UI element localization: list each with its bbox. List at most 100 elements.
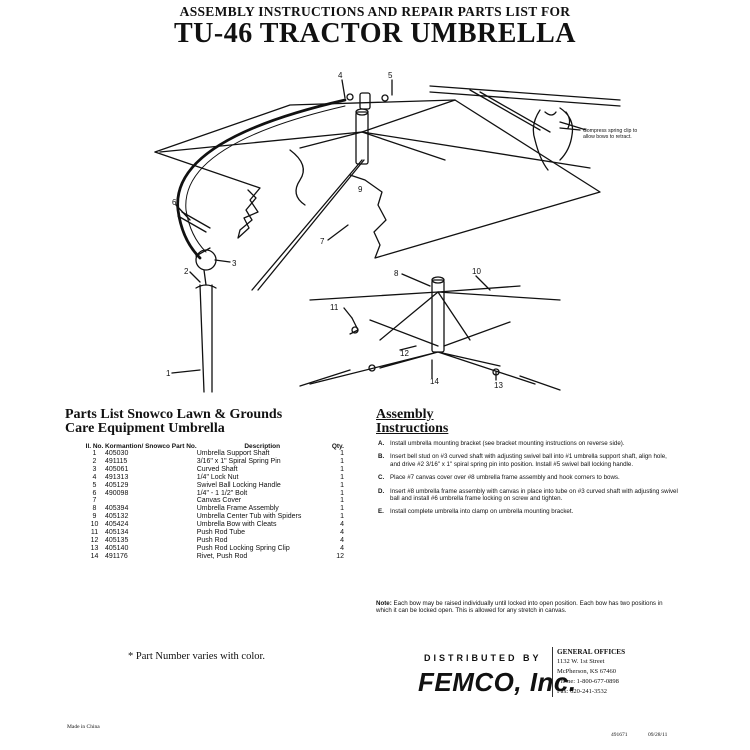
callout-label: 3	[232, 259, 237, 268]
document-date: 09/28/11	[648, 732, 668, 738]
header-qty: Qty.	[331, 443, 344, 450]
item-no-cell: 9	[92, 513, 97, 521]
description-cell: Curved Shaft	[196, 465, 238, 473]
office-address-line1: 1132 W. 1st Street	[557, 658, 605, 665]
qty-cell: 1	[340, 497, 344, 505]
frame-rib	[299, 131, 363, 149]
description-cell: 1/4" Lock Nut	[196, 473, 239, 481]
curved-shaft-drawing	[176, 98, 347, 260]
callout-label: 8	[394, 269, 399, 278]
frame-rib	[361, 131, 591, 169]
callout-label: 7	[320, 237, 325, 246]
frame-detail-bow	[379, 291, 439, 341]
callout-label: 5	[388, 71, 393, 80]
part-no-cell: 405132	[104, 513, 129, 521]
office-address-line2: McPherson, KS 67460	[557, 668, 617, 675]
qty-cell: 1	[340, 465, 344, 473]
callout-label: 11	[330, 303, 339, 312]
curved-shaft-inner	[185, 105, 346, 253]
made-in-label: Made in China	[67, 724, 100, 730]
frame-rib	[361, 99, 456, 133]
step-text: Install umbrella mounting bracket (see b…	[390, 440, 625, 447]
item-no-cell: 12	[90, 536, 99, 544]
parts-list-title-line1: Parts List Snowco Lawn & Grounds	[65, 407, 283, 422]
part-no-cell: 491313	[104, 473, 129, 481]
item-no-cell: 2	[92, 457, 97, 465]
qty-cell: 4	[340, 536, 344, 544]
inset-hand	[532, 107, 574, 171]
callout-label: 2	[184, 267, 189, 276]
note-label: Note:	[376, 600, 392, 607]
qty-cell: 1	[340, 473, 344, 481]
description-cell: Rivet, Push Rod	[196, 552, 248, 560]
document-code: 491671	[611, 732, 628, 738]
item-no-cell: 14	[90, 552, 99, 560]
canvas-fold-line	[289, 149, 306, 206]
assembly-note: Note: Each bow may be raised individuall…	[376, 600, 666, 615]
callout-label: 13	[494, 381, 503, 390]
canvas-torn-edge-left	[154, 151, 261, 239]
note-text: Each bow may be raised individually unti…	[376, 600, 663, 615]
assembly-step: E. Install complete umbrella into clamp o…	[378, 508, 678, 515]
parts-table-header: Il. No. Kormantion/ Snowco Part No. Desc…	[84, 443, 344, 450]
callout-label: 12	[400, 349, 409, 358]
callout-label: 14	[430, 377, 439, 386]
part-no-cell: 405061	[104, 465, 129, 473]
assembly-step: B.Insert bell stud on #3 curved shaft wi…	[378, 453, 678, 468]
qty-cell: 4	[340, 521, 344, 529]
header-description: Description	[244, 443, 281, 450]
assembly-title-line1: Assembly	[376, 407, 434, 422]
header-part-no: Kormantion/ Snowco Part No.	[104, 443, 197, 450]
qty-cell: 1	[340, 457, 344, 465]
description-cell: 3/16" x 1" Spiral Spring Pin	[196, 457, 281, 465]
item-no-cell: 4	[92, 473, 97, 481]
step-text: Install complete umbrella into clamp on …	[390, 508, 574, 516]
part-no-cell: 490098	[104, 489, 129, 497]
clip-detail	[349, 317, 359, 335]
description-cell: Umbrella Support Shaft	[196, 450, 270, 457]
callout-label: 1	[166, 369, 171, 378]
assembly-title-line2: Instructions	[376, 421, 449, 436]
general-offices: GENERAL OFFICES 1132 W. 1st Street McPhe…	[552, 647, 687, 697]
inset-bow-rail	[429, 85, 621, 107]
part-no-cell: 405424	[104, 521, 129, 529]
item-no-cell: 8	[92, 505, 97, 513]
item-no-cell: 10	[90, 521, 99, 529]
item-no-cell: 5	[92, 481, 97, 489]
header-item-no: Il. No.	[85, 443, 104, 450]
push-rod-drawing	[251, 159, 363, 291]
step-text: Insert bell stud on #3 curved shaft with…	[390, 453, 667, 468]
umbrella-assembly-diagram: 4 5 6 3 2 1 7 8 10 11 12 14 13 9 Compres…	[154, 71, 637, 393]
support-shaft-drawing	[199, 284, 213, 393]
parts-table: Il. No. Kormantion/ Snowco Part No. Desc…	[84, 443, 344, 561]
frame-detail-bow	[309, 291, 561, 301]
step-letter: E.	[378, 508, 384, 516]
document-subtitle: ASSEMBLY INSTRUCTIONS AND REPAIR PARTS L…	[179, 4, 571, 19]
item-no-cell: 3	[92, 465, 97, 473]
description-cell: Swivel Ball Locking Handle	[196, 481, 281, 489]
item-no-cell: 1	[92, 450, 97, 457]
parts-table-row: 14 491176 Rivet, Push Rod 12	[84, 553, 344, 561]
assembly-steps: A.Install umbrella mounting bracket (see…	[378, 440, 678, 522]
parts-list-title: Parts List Snowco Lawn & Grounds Care Eq…	[65, 408, 282, 436]
part-no-cell: 491176	[104, 552, 128, 560]
description-cell: Canvas Cover	[196, 497, 242, 505]
qty-cell: 12	[336, 552, 344, 560]
offices-title: GENERAL OFFICES	[557, 648, 626, 656]
qty-cell: 1	[340, 513, 344, 521]
assembly-title: Assembly Instructions	[376, 408, 448, 436]
step-text: Insert #8 umbrella frame assembly with c…	[390, 487, 678, 503]
description-cell: Push Rod Tube	[196, 529, 245, 537]
frame-detail-hub	[431, 279, 445, 353]
qty-cell: 1	[340, 481, 344, 489]
item-no-cell: 11	[90, 529, 99, 537]
center-hub	[355, 111, 369, 165]
part-no-cell: 405135	[104, 536, 129, 544]
